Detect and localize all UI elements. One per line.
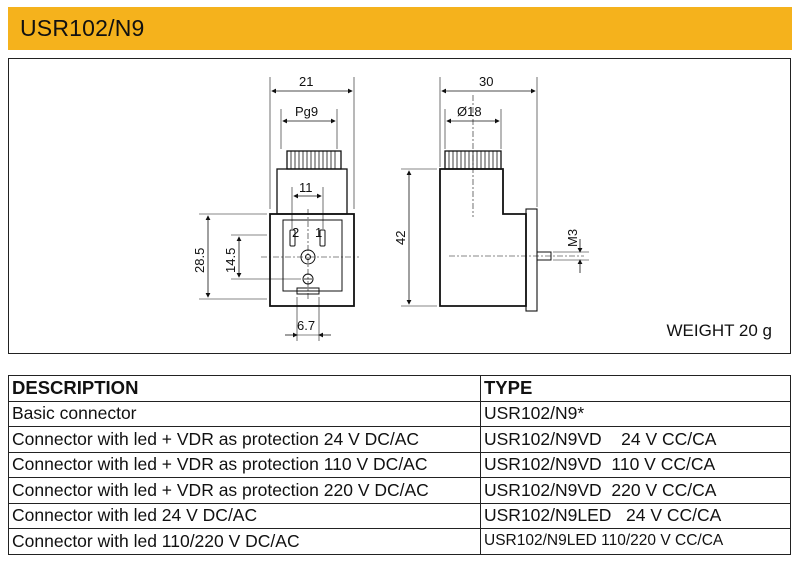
row-type: USR102/N9VD 220 V CC/CA: [480, 477, 791, 504]
row-type: USR102/N9VD 110 V CC/CA: [480, 451, 791, 478]
row-type: USR102/N9LED 110/220 V CC/CA: [480, 528, 791, 555]
header-description: DESCRIPTION: [8, 375, 481, 402]
row-type: USR102/N9LED 24 V CC/CA: [480, 502, 791, 529]
row-description: Basic connector: [8, 400, 481, 427]
dim-front-width: 21: [299, 74, 313, 89]
side-face-plate: [525, 208, 538, 312]
dim-pin-spacing: 11: [299, 180, 313, 195]
dim-height-inner: 14.5: [223, 248, 238, 273]
title-bar: USR102/N9: [8, 7, 792, 50]
dim-side-diameter: Ø18: [457, 104, 482, 119]
table-row: Connector with led 24 V DC/AC USR102/N9L…: [8, 502, 791, 529]
row-type: USR102/N9VD 24 V CC/CA: [480, 426, 791, 453]
header-type: TYPE: [480, 375, 791, 402]
pin-label-left: 2: [292, 225, 299, 240]
spec-table: DESCRIPTION TYPE Basic connector USR102/…: [8, 375, 791, 555]
dim-height-outer: 28.5: [192, 248, 207, 273]
row-type: USR102/N9*: [480, 400, 791, 427]
row-description: Connector with led + VDR as protection 1…: [8, 451, 481, 478]
weight-label: WEIGHT 20 g: [666, 321, 773, 340]
pin-label-right: 1: [315, 225, 322, 240]
pin-slot-left: [289, 229, 296, 247]
table-row: Basic connector USR102/N9*: [8, 400, 791, 427]
row-description: Connector with led 24 V DC/AC: [8, 502, 481, 529]
dim-side-width: 30: [479, 74, 493, 89]
row-description: Connector with led + VDR as protection 2…: [8, 477, 481, 504]
front-inner-face: [282, 219, 343, 292]
row-description: Connector with led 110/220 V DC/AC: [8, 528, 481, 555]
row-description: Connector with led + VDR as protection 2…: [8, 426, 481, 453]
drawing-svg: 21 Pg9 11 2 1 28.5 14.5 6.7: [192, 74, 589, 341]
front-view: [199, 77, 359, 341]
dim-bottom-offset: 6.7: [297, 318, 315, 333]
table-row: Connector with led + VDR as protection 2…: [8, 477, 791, 504]
table-header-row: DESCRIPTION TYPE: [8, 375, 791, 402]
page-title: USR102/N9: [20, 15, 145, 41]
side-view: [401, 77, 589, 312]
table-row: Connector with led + VDR as protection 1…: [8, 451, 791, 478]
table-row: Connector with led + VDR as protection 2…: [8, 426, 791, 453]
dim-thread: Pg9: [295, 104, 318, 119]
side-body: [439, 168, 527, 307]
technical-drawing: 21 Pg9 11 2 1 28.5 14.5 6.7: [8, 58, 791, 354]
dim-side-height: 42: [393, 231, 408, 245]
pin-slot-right: [319, 229, 326, 247]
front-body: [269, 213, 355, 307]
table-row: Connector with led 110/220 V DC/AC USR10…: [8, 528, 791, 555]
dim-screw: M3: [565, 229, 580, 247]
